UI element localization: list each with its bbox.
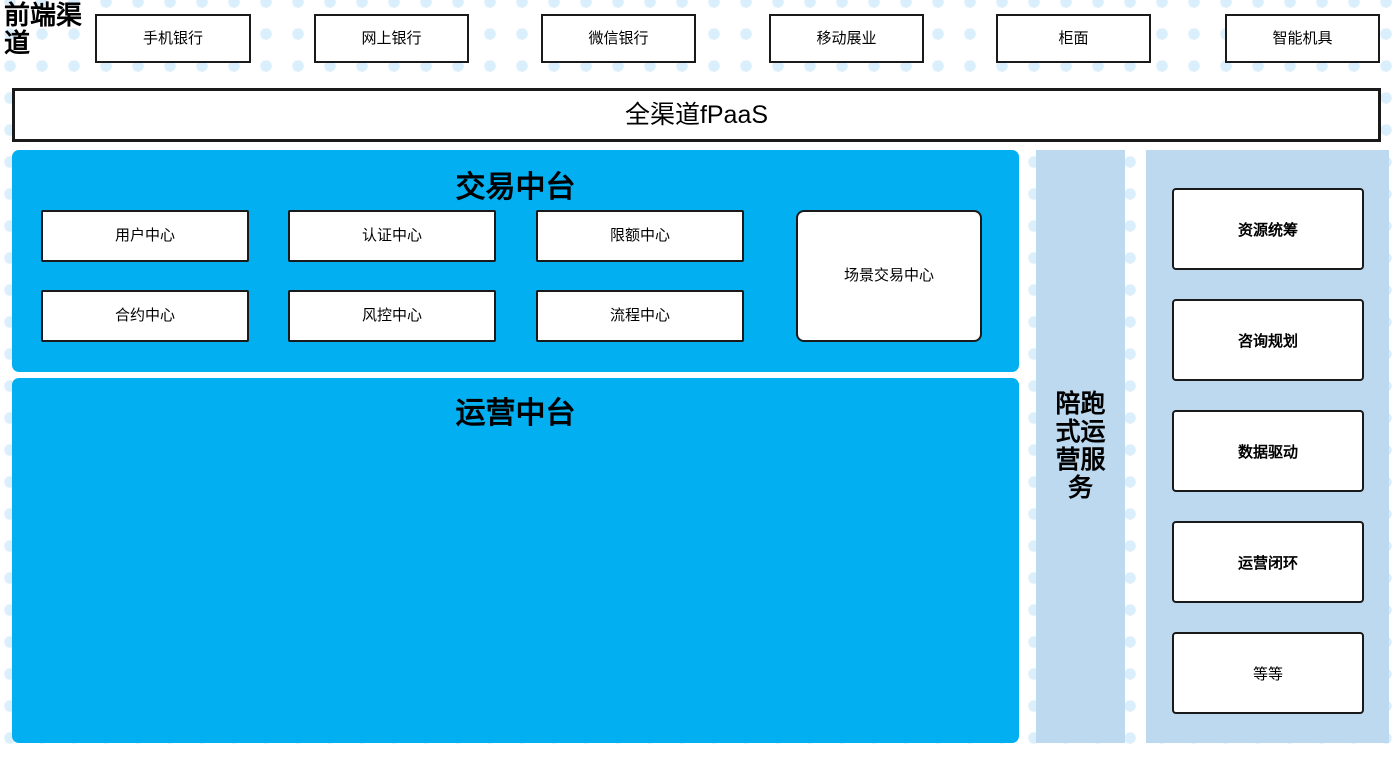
capability-card-5[interactable]: 等等: [1172, 632, 1364, 714]
ops-center-panel: 运营中台 用户运营用户等级用户任务用户奖励活动运营活动策划活动投放活动评估产品运…: [12, 378, 1019, 743]
trade-card-2[interactable]: 认证中心: [288, 210, 496, 262]
service-column: 陪跑式运营服务: [1036, 150, 1125, 743]
trade-card-4[interactable]: 合约中心: [41, 290, 249, 342]
channel-box-3[interactable]: 微信银行: [541, 14, 696, 63]
trade-center-title: 交易中台: [455, 171, 576, 204]
channel-box-5[interactable]: 柜面: [996, 14, 1151, 63]
trade-card-6[interactable]: 流程中心: [536, 290, 744, 342]
trade-card-3[interactable]: 限额中心: [536, 210, 744, 262]
channel-box-2[interactable]: 网上银行: [314, 14, 469, 63]
channel-box-6[interactable]: 智能机具: [1225, 14, 1380, 63]
capability-card-4[interactable]: 运营闭环: [1172, 521, 1364, 603]
front-channel-label: 前端渠道: [4, 1, 83, 59]
capability-card-3[interactable]: 数据驱动: [1172, 410, 1364, 492]
channel-box-4[interactable]: 移动展业: [769, 14, 924, 63]
trade-center-panel: 交易中台 用户中心认证中心限额中心合约中心风控中心流程中心场景交易中心: [12, 150, 1019, 372]
scene-trade-center-card[interactable]: 场景交易中心: [796, 210, 982, 342]
capability-panel: 资源统筹咨询规划数据驱动运营闭环等等: [1146, 150, 1389, 743]
trade-card-5[interactable]: 风控中心: [288, 290, 496, 342]
fpaas-bar[interactable]: 全渠道fPaaS: [12, 88, 1381, 142]
trade-card-1[interactable]: 用户中心: [41, 210, 249, 262]
capability-card-2[interactable]: 咨询规划: [1172, 299, 1364, 381]
service-column-label: 陪跑式运营服务: [1055, 390, 1106, 502]
channel-box-1[interactable]: 手机银行: [95, 14, 251, 63]
capability-card-1[interactable]: 资源统筹: [1172, 188, 1364, 270]
ops-center-title: 运营中台: [455, 397, 576, 430]
